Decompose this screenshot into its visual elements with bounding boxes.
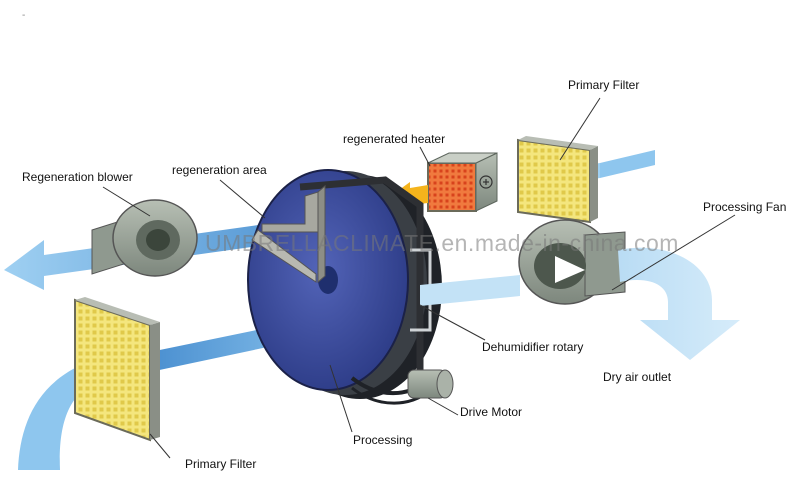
label-primary-filter-bottom: Primary Filter: [185, 457, 257, 471]
label-processing: Processing: [353, 433, 413, 447]
regenerated-heater: [427, 152, 498, 212]
label-primary-filter-top: Primary Filter: [568, 78, 640, 92]
label-regenerated-heater: regenerated heater: [343, 132, 446, 146]
label-regeneration-area: regeneration area: [172, 163, 267, 177]
label-processing-fan: Processing Fan: [703, 200, 787, 214]
regeneration-area-sector: [251, 184, 326, 284]
label-regeneration-blower: Regeneration blower: [22, 170, 133, 184]
processing-fan: [518, 219, 626, 305]
primary-filter-top: [517, 136, 598, 224]
processed-air-arrow: [420, 275, 520, 306]
drive-motor: [350, 369, 454, 405]
regeneration-blower: [91, 199, 198, 277]
processing-intake-arrow: [18, 300, 345, 470]
label-drive-motor: Drive Motor: [460, 405, 523, 419]
primary-filter-bottom: [74, 297, 160, 442]
label-dehumidifier-rotary: Dehumidifier rotary: [482, 340, 584, 354]
watermark: UMBRELLACLIMATE.en.made-in-china.com: [205, 230, 679, 256]
leader-lines: [102, 97, 736, 459]
label-dry-air-outlet: Dry air outlet: [603, 370, 672, 384]
dehumidifier-rotor: [247, 169, 442, 399]
dry-air-outlet-arrow: [618, 247, 740, 360]
corner-mark: -: [22, 10, 26, 21]
